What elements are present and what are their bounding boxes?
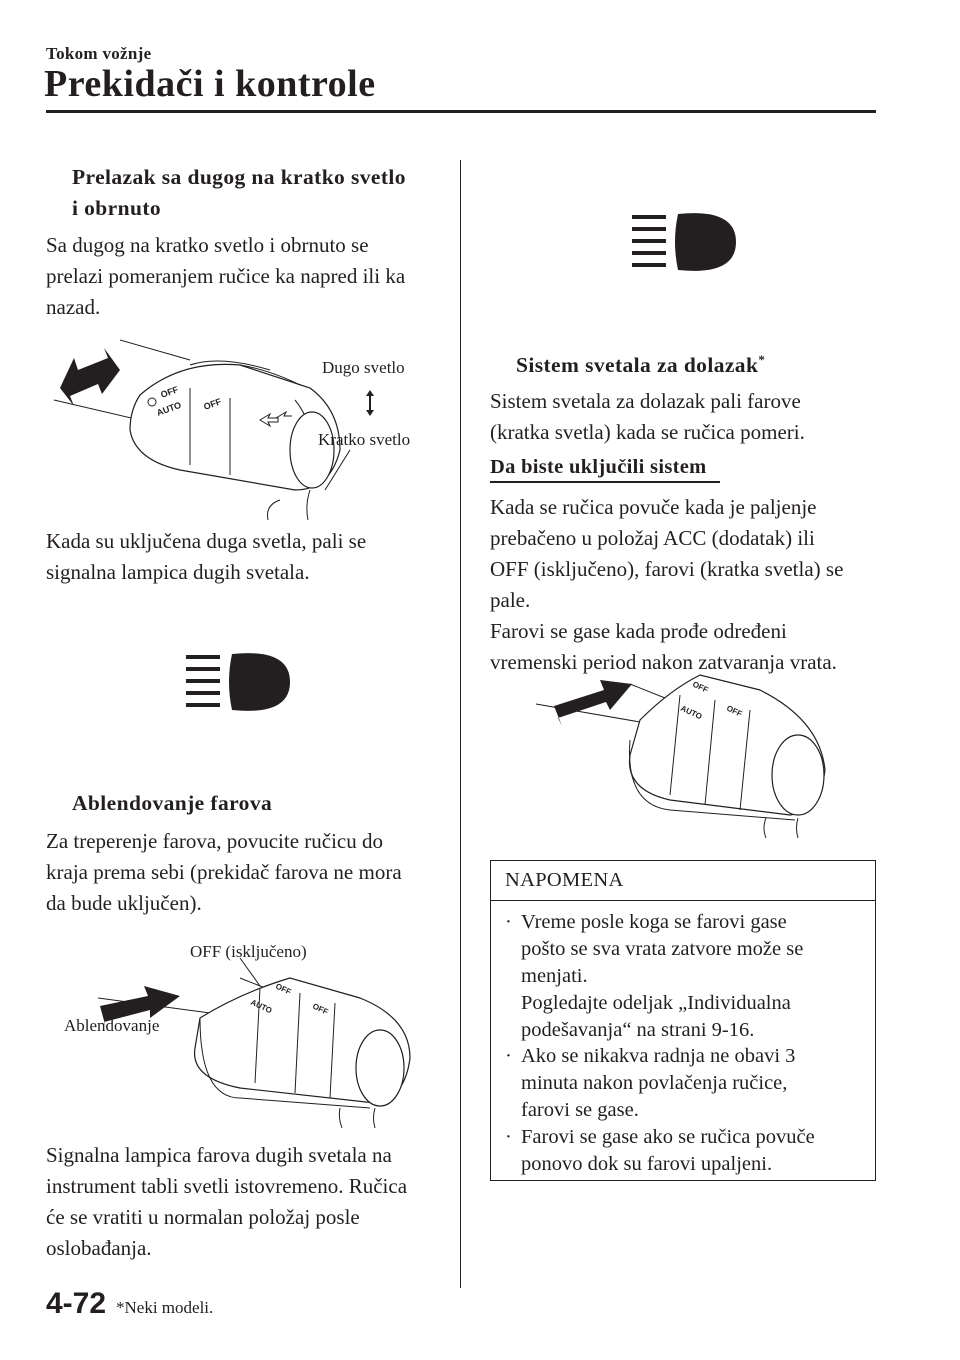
push-pull-arrow-icon <box>60 348 120 406</box>
label-off: OFF (isključeno) <box>190 942 307 961</box>
title-rule <box>46 110 876 113</box>
note-item: · Ako se nikakva radnja ne obavi 3 minut… <box>505 1045 796 1121</box>
paragraph-flash: Za treperenje farova, povucite ručicu do… <box>46 829 402 915</box>
subheading-underline <box>490 481 720 483</box>
label-flash: Ablendovanje <box>64 1016 160 1035</box>
pull-arrow-icon <box>100 986 180 1028</box>
paragraph-high-low-beam: Sa dugog na kratko svetlo i obrnuto se p… <box>46 233 406 319</box>
subheading-activate: Da biste uključili sistem <box>490 456 707 478</box>
page-number: 4-72 <box>46 1287 107 1320</box>
note-header: NAPOMENA <box>491 861 875 901</box>
paragraph-coming-home-intro: Sistem svetala za dolazak pali farove (k… <box>490 389 805 444</box>
lever-illustration-high-low: AUTO OFF OFF <box>53 339 374 521</box>
lever-illustration-flash: AUTO OFF OFF <box>97 957 411 1129</box>
up-down-arrow-icon <box>366 390 374 416</box>
paragraph-after-flash: Signalna lampica farova dugih svetala na… <box>46 1143 408 1260</box>
label-high-beam: Dugo svetlo <box>322 358 405 377</box>
note-title: NAPOMENA <box>505 869 624 891</box>
heading-flash: Ablendovanje farova <box>72 791 273 815</box>
heading-high-low-beam: Prelazak sa dugog na kratko svetlo i obr… <box>72 165 406 220</box>
column-divider <box>460 160 461 1288</box>
section-label: Tokom vožnje <box>46 44 152 63</box>
pull-arrow-icon <box>554 680 632 726</box>
note-item: · Vreme posle koga se farovi gase pošto … <box>505 911 804 1041</box>
note-box: NAPOMENA · Vreme posle koga se farovi ga… <box>490 860 876 1181</box>
label-low-beam: Kratko svetlo <box>318 430 411 449</box>
paragraph-activate: Kada se ručica povuče kada je paljenje p… <box>490 495 844 674</box>
high-beam-icon <box>186 653 290 711</box>
high-beam-icon <box>632 213 736 271</box>
paragraph-high-beam-indicator: Kada su uključena duga svetla, pali se s… <box>46 529 367 584</box>
note-item: · Farovi se gase ako se ručica povuče po… <box>505 1126 815 1175</box>
footnote: *Neki modeli. <box>116 1298 214 1317</box>
lever-illustration-coming-home: AUTO OFF OFF <box>535 674 826 839</box>
page-title: Prekidači i kontrole <box>44 63 376 105</box>
heading-coming-home: Sistem svetala za dolazak* <box>516 352 766 378</box>
